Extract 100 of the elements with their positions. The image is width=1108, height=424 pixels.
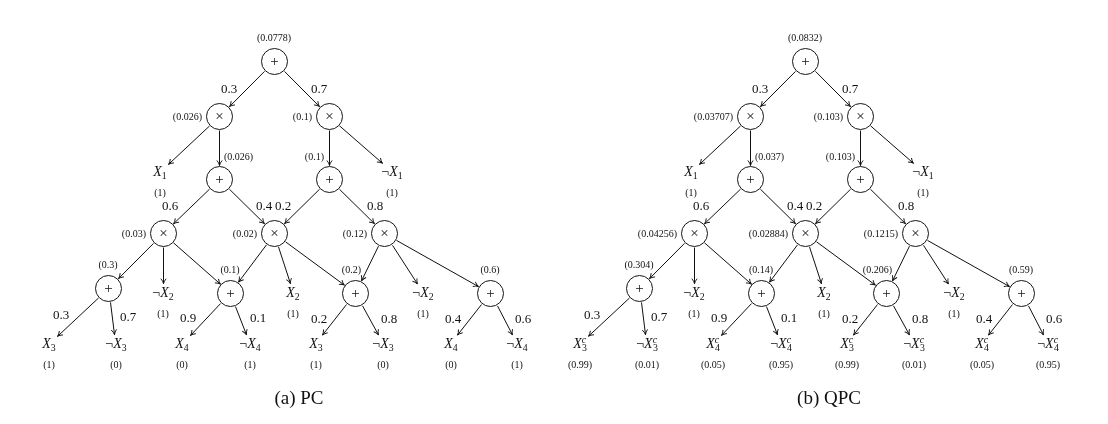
probability-value: (0.1): [304, 150, 324, 162]
probability-value: (0.02): [232, 227, 257, 239]
operator-node: +: [316, 166, 343, 193]
leaf-variable: ¬X$_{2}$: [152, 285, 174, 301]
edge-weight: 0.3: [52, 307, 70, 321]
probability-value: (0.026): [224, 150, 254, 162]
leaf-variable: X$_{4}$: [175, 336, 189, 352]
leaf-variable: X$_{3}$: [42, 336, 56, 352]
leaf-variable: X$_{2}$: [286, 285, 300, 301]
probability-value: (0.95): [768, 358, 794, 370]
subfigure-caption: (a) PC: [274, 387, 324, 409]
probability-value: (0.103): [813, 110, 843, 122]
operator-node: ×: [847, 103, 874, 130]
operator-node: +: [1008, 280, 1035, 307]
leaf-variable: X$_{3}$: [309, 336, 323, 352]
edge-weight: 0.3: [751, 81, 769, 95]
operator-node: +: [873, 280, 900, 307]
operator-node: ×: [902, 220, 929, 247]
edge-weight: 0.4: [444, 311, 462, 325]
probability-value: (0.206): [862, 263, 892, 275]
probability-value: (0.103): [825, 150, 855, 162]
probability-value: (0.0832): [787, 31, 823, 43]
edge-weight: 0.4: [975, 311, 993, 325]
probability-value: (0.01): [901, 358, 927, 370]
probability-value: (0.59): [1008, 263, 1034, 275]
probability-value: (0.02884): [748, 227, 788, 239]
leaf-variable: X$_{1}$: [153, 164, 167, 180]
probability-value: (0.026): [172, 110, 202, 122]
edge-weight: 0.2: [274, 198, 292, 212]
edge-weight: 0.4: [255, 198, 273, 212]
edge-weight: 0.8: [366, 198, 384, 212]
edge-weight: 0.7: [119, 309, 137, 323]
probability-value: (0): [110, 358, 122, 370]
edge-weight: 0.8: [897, 198, 915, 212]
edge-weight: 0.1: [249, 310, 267, 324]
leaf-variable: ¬X$_{2}$: [683, 285, 705, 301]
operator-node: +: [261, 48, 288, 75]
edge-weight: 0.9: [710, 310, 728, 324]
leaf-variable: ¬X$_{3}$: [105, 336, 127, 352]
probability-value: (1): [287, 307, 299, 319]
probability-value: (0.05): [969, 358, 995, 370]
edge-weight: 0.3: [220, 81, 238, 95]
operator-node: ×: [150, 220, 177, 247]
operator-node: +: [217, 280, 244, 307]
edge-weight: 0.2: [310, 311, 328, 325]
leaf-variable: ¬X$_{2}$: [943, 285, 965, 301]
probability-value: (1): [244, 358, 256, 370]
leaf-variable: ¬X$_{4}$: [239, 336, 261, 352]
probability-value: (1): [688, 307, 700, 319]
probability-value: (0.03): [121, 227, 146, 239]
probability-value: (0): [176, 358, 188, 370]
edge-weight: 0.8: [911, 311, 929, 325]
probability-value: (0.304): [624, 258, 654, 270]
probability-value: (0.01): [634, 358, 660, 370]
probability-value: (1): [685, 186, 697, 198]
edge-weight: 0.7: [310, 81, 328, 95]
probability-value: (0.0778): [256, 31, 292, 43]
leaf-variable: ¬X$_{3}$: [372, 336, 394, 352]
edge-weight: 0.8: [380, 311, 398, 325]
edge-weight: 0.6: [514, 311, 532, 325]
operator-node: +: [748, 280, 775, 307]
edge-weight: 0.7: [841, 81, 859, 95]
probability-value: (1): [386, 186, 398, 198]
probability-value: (0.2): [341, 263, 361, 275]
edge-weight: 0.7: [650, 309, 668, 323]
edge-weight: 0.2: [841, 311, 859, 325]
operator-node: +: [847, 166, 874, 193]
operator-node: +: [792, 48, 819, 75]
probability-value: (1): [154, 186, 166, 198]
probability-value: (0.99): [567, 358, 593, 370]
edge-weight: 0.4: [786, 198, 804, 212]
operator-node: +: [342, 280, 369, 307]
subfigure-caption: (b) QPC: [797, 387, 861, 409]
edge-weight: 0.6: [161, 198, 179, 212]
operator-node: ×: [316, 103, 343, 130]
probability-value: (1): [157, 307, 169, 319]
operator-node: ×: [261, 220, 288, 247]
probability-value: (0.1215): [863, 227, 898, 239]
probability-value: (0.12): [342, 227, 367, 239]
leaf-variable: X$_{2}$: [817, 285, 831, 301]
probability-value: (1): [511, 358, 523, 370]
edge-weight: 0.9: [179, 310, 197, 324]
probability-value: (0.6): [480, 263, 500, 275]
probability-value: (0.95): [1035, 358, 1061, 370]
probability-value: (0.1): [292, 110, 312, 122]
operator-node: ×: [206, 103, 233, 130]
operator-node: ×: [681, 220, 708, 247]
probability-value: (0.1): [220, 263, 240, 275]
leaf-variable: X$_{1}$: [684, 164, 698, 180]
probability-value: (0.04256): [637, 227, 677, 239]
probability-value: (1): [948, 307, 960, 319]
probability-value: (0.14): [748, 263, 774, 275]
operator-node: +: [95, 275, 122, 302]
leaf-variable: ¬X$_{1}$: [912, 164, 934, 180]
edge-weight: 0.6: [692, 198, 710, 212]
operator-node: +: [477, 280, 504, 307]
probability-value: (0.037): [755, 150, 785, 162]
operator-node: ×: [792, 220, 819, 247]
leaf-variable: X$_{4}$: [444, 336, 458, 352]
probability-value: (1): [43, 358, 55, 370]
